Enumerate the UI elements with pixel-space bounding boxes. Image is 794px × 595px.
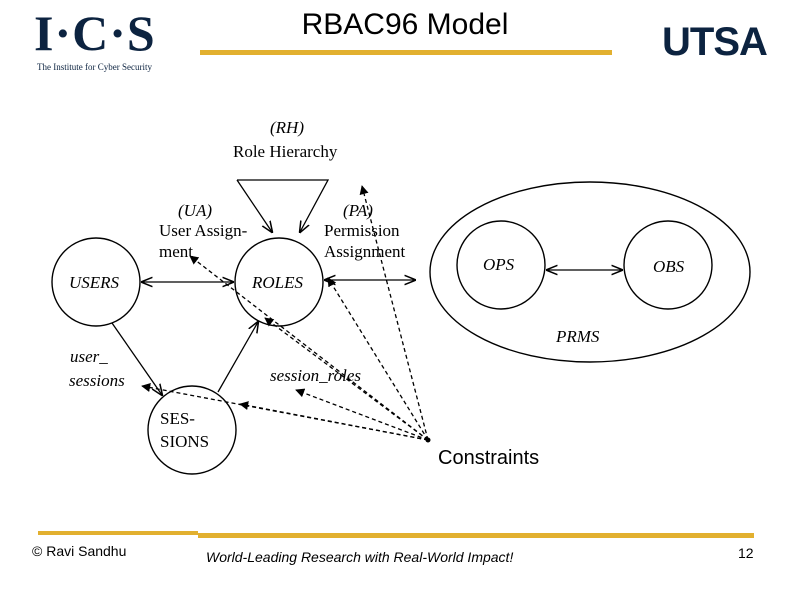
footer-author: © Ravi Sandhu	[32, 543, 127, 559]
constraint-arrows	[141, 185, 429, 441]
sessions-label-line2: SIONS	[160, 432, 209, 451]
user-sessions-label-line2: sessions	[69, 371, 125, 390]
user-sessions-arrow	[111, 322, 162, 395]
ops-node	[456, 220, 546, 310]
ics-logo-text: I·C·S	[34, 5, 156, 61]
pa-label-line2: Assignment	[324, 242, 406, 261]
constraint-to-rh	[359, 185, 429, 441]
prms-label: PRMS	[555, 327, 600, 346]
obs-label: OBS	[653, 257, 685, 276]
footer-bar-right	[198, 533, 754, 538]
utsa-logo: UTSA	[662, 20, 768, 64]
title-underline	[200, 50, 612, 55]
footer-tagline: World-Leading Research with Real-World I…	[206, 549, 514, 565]
ua-abbrev: (UA)	[178, 201, 212, 220]
roles-node	[234, 237, 324, 327]
constraint-to-ua	[189, 255, 429, 441]
obs-node	[623, 220, 713, 310]
roles-label: ROLES	[251, 273, 304, 292]
ics-logo-subtitle: The Institute for Cyber Security	[37, 62, 152, 72]
users-label: USERS	[69, 273, 120, 292]
slide-title: RBAC96 Model	[301, 8, 509, 41]
session-roles-arrow	[217, 322, 258, 393]
constraints-label: Constraints	[438, 447, 539, 469]
sessions-label-line1: SES-	[160, 409, 195, 428]
constraint-point	[425, 437, 431, 443]
user-sessions-label-line1: user_	[70, 347, 108, 366]
session-roles-label: session_roles	[270, 366, 361, 385]
sessions-node	[147, 385, 237, 475]
constraint-to-session-roles	[295, 388, 429, 441]
pa-abbrev: (PA)	[343, 201, 373, 220]
role-hierarchy-loop	[237, 179, 330, 232]
ua-label-line1: User Assign-	[159, 221, 248, 240]
rh-abbrev: (RH)	[270, 118, 304, 137]
footer-bar-left	[38, 531, 198, 535]
constraint-to-roles	[264, 317, 429, 441]
constraint-to-sessions	[239, 401, 429, 441]
page-number: 12	[738, 545, 754, 561]
pa-label-line1: Permission	[324, 221, 400, 240]
ua-label-line2: ment	[159, 242, 193, 261]
ops-label: OPS	[483, 255, 515, 274]
users-node	[51, 237, 141, 327]
ics-logo: I·C·S The Institute for Cyber Security	[34, 6, 164, 74]
role-hierarchy-loop-left	[236, 179, 272, 232]
rh-label: Role Hierarchy	[233, 142, 338, 161]
constraint-to-pa	[327, 277, 429, 441]
permissions-ellipse	[429, 181, 751, 363]
